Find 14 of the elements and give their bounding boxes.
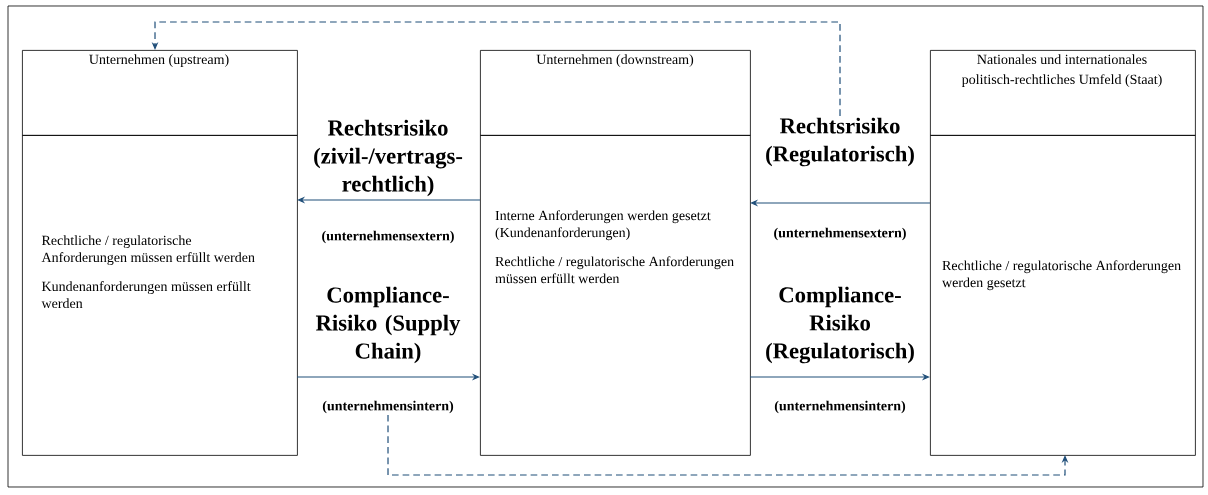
scope-label: (unternehmensintern)	[322, 400, 454, 414]
header-box: Nationales und internationales politisch-rechtliches Umfeld (Staat)	[930, 50, 1196, 136]
header-box: Unternehmen (upstream)	[22, 50, 298, 136]
scope-label: (unternehmensextern)	[322, 230, 454, 244]
header-box: Unternehmen (downstream)	[480, 50, 751, 136]
scope-label: (unternehmensextern)	[774, 227, 906, 241]
content-box: Rechtliche / regulatorische Anforderungen werden gesetzt	[930, 135, 1196, 456]
content-box: Interne Anforderungen werden gesetzt (Kundenanforderungen) Rechtliche / regulatorische Anforderungen müssen erfüllt werden	[480, 135, 751, 456]
risk-label: Rechtsrisiko (zivil-/vertrags-rechtlich)	[314, 119, 463, 197]
risk-label: Compliance-Risiko (Regulatorisch)	[766, 286, 914, 364]
content-box: Rechtliche / regulatorische Anforderungen müssen erfüllt werden Kundenanforderungen müssen erfüllt werden	[22, 135, 298, 456]
risk-label: Rechtsrisiko (Regulatorisch)	[766, 117, 914, 167]
scope-label: (unternehmensintern)	[774, 400, 906, 414]
risk-label: Compliance-Risiko (Supply Chain)	[315, 286, 461, 364]
